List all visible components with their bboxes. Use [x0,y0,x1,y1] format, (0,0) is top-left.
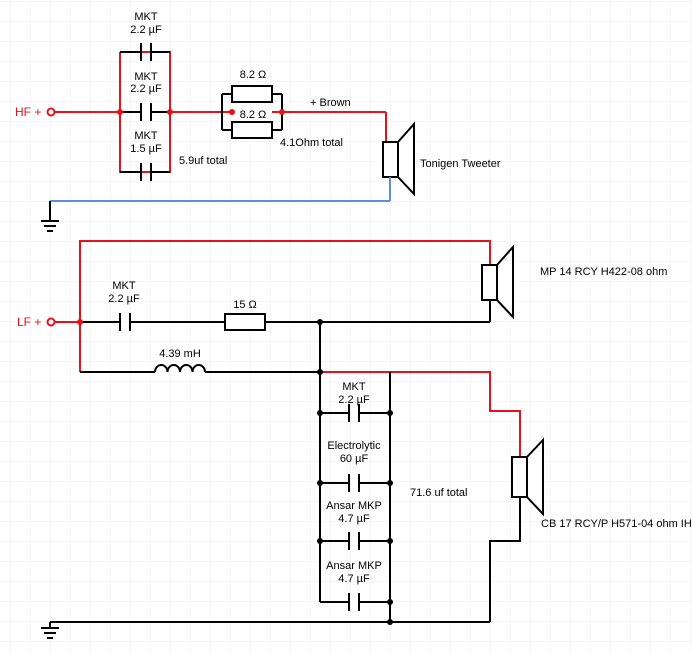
lf-shunt-cap1-value: 2.2 µF [338,394,370,406]
lf-shunt-cap2-type: Electrolytic [327,440,381,452]
lf-wires [50,300,521,623]
hf-ground-icon [41,201,59,232]
tweeter-speaker [382,121,415,197]
hf-cap3-type: MKT [134,130,158,142]
hf-cap1 [140,43,152,61]
lf-inductor [154,364,206,373]
hf-cap2-value: 2.2 µF [130,83,162,95]
lf-shunt-cap1-type: MKT [342,381,366,393]
hf-res2-label: 8.2 Ω [240,109,267,121]
lf-section: MKT 2.2 µF 15 Ω MP 14 RCY H422-08 ohm 4.… [17,240,692,639]
tweeter-label: Tonigen Tweeter [420,158,501,170]
lf-shunt-cap1 [348,404,360,422]
lf-shunt-cap4 [348,593,360,611]
hf-terminal-label: HF + [15,105,41,119]
hf-cap3-value: 1.5 µF [130,143,162,155]
woofer-label: CB 17 RCY/P H571-04 ohm IH [541,518,692,530]
lf-shunt-cap3 [348,532,360,550]
hf-res1-label: 8.2 Ω [240,69,267,81]
lf-shunt-cap3-type: Ansar MKP [326,500,382,512]
hf-cap3 [140,163,152,181]
lf-shunt-total: 71.6 uf total [410,487,468,499]
lf-black-junctions [317,319,393,625]
lf-mid-res [224,313,266,331]
hf-cap1-value: 2.2 µF [130,24,162,36]
lf-shunt-cap3-value: 4.7 µF [338,513,370,525]
hf-section: MKT 2.2 µF MKT 2.2 µF MKT 1.5 µF 5.9uf t… [15,11,501,232]
hf-resistor-wires [120,51,283,173]
hf-cap2-type: MKT [134,71,158,83]
lf-inductor-label: 4.39 mH [159,348,201,360]
hf-cap2 [140,103,152,121]
lf-shunt-cap2 [348,474,360,492]
hf-wire-label: + Brown [310,97,351,109]
mid-speaker-label: MP 14 RCY H422-08 ohm [540,266,667,278]
lf-shunt-cap2-value: 60 µF [340,453,369,465]
lf-mid-cap [119,313,131,331]
hf-res2 [231,121,273,139]
lf-shunt-cap4-type: Ansar MKP [326,560,382,572]
hf-cap-total: 5.9uf total [179,155,227,167]
lf-terminal-label: LF + [17,315,41,329]
lf-ground-icon [41,622,59,639]
lf-shunt-cap4-value: 4.7 µF [338,573,370,585]
lf-mid-cap-type: MKT [112,280,136,292]
lf-mid-cap-value: 2.2 µF [108,293,140,305]
hf-junctions [117,109,285,115]
hf-terminal [46,107,56,117]
hf-res1 [231,85,273,103]
lf-mid-res-label: 15 Ω [233,299,257,311]
lf-terminal [46,317,56,327]
mid-speaker [481,244,514,320]
hf-res-total: 4.1Ohm total [280,137,343,149]
woofer-speaker [511,437,544,517]
lf-red-junctions [77,319,83,325]
lf-hot-wires [51,240,521,457]
hf-cap1-type: MKT [134,11,158,23]
